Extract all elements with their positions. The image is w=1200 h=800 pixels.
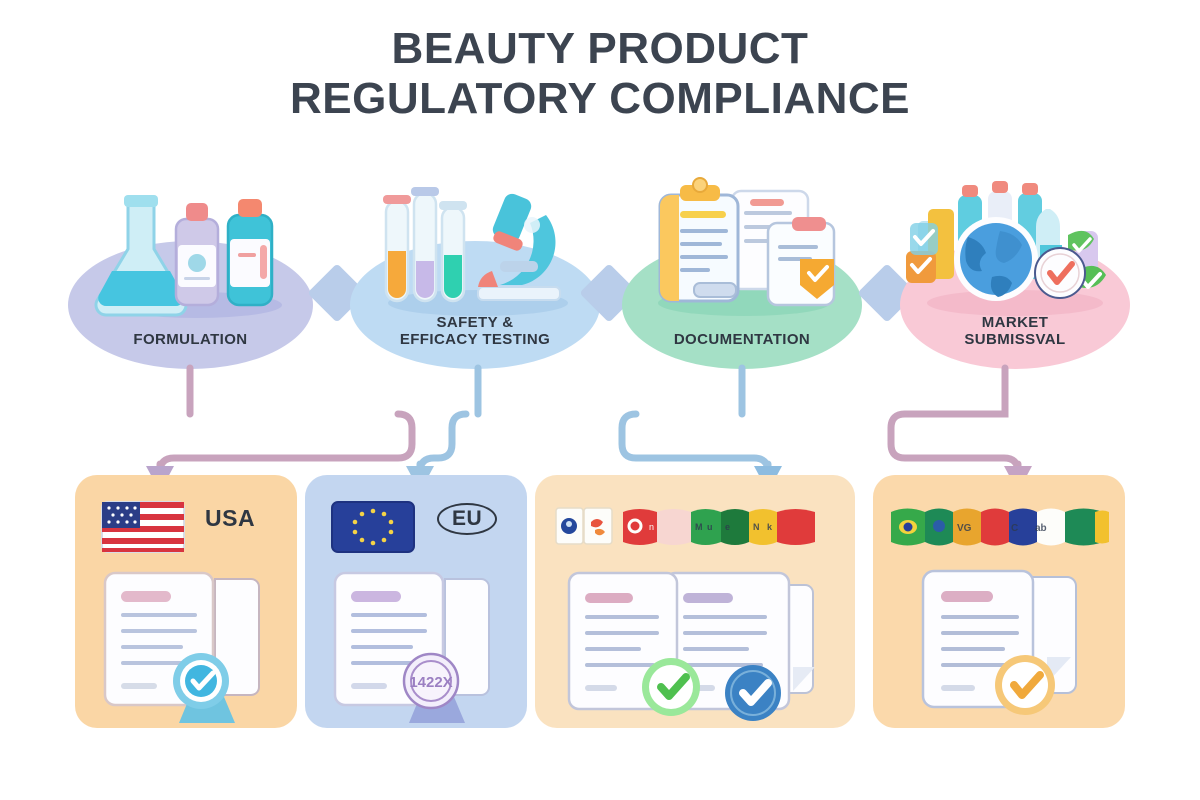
flag-row-usa xyxy=(75,491,297,561)
region-code-eu: EU xyxy=(437,503,498,535)
svg-text:N: N xyxy=(753,522,760,532)
svg-text:k: k xyxy=(767,522,773,532)
stage-label-safety-testing: SAFETY & EFFICACY TESTING xyxy=(399,313,551,348)
svg-text:C: C xyxy=(1011,523,1018,534)
stage-label-documentation: DOCUMENTATION xyxy=(673,330,811,348)
flag-row-eu xyxy=(305,491,527,561)
stage-label-formulation: FORMULATION xyxy=(133,330,248,348)
us-flag-icon xyxy=(101,501,185,553)
compliance-document-latam xyxy=(921,569,1077,715)
page-title: BEAUTY PRODUCT REGULATORY COMPLIANCE xyxy=(289,24,910,124)
svg-text:ab: ab xyxy=(1035,523,1047,534)
japan-flag-icon xyxy=(555,507,613,545)
region-card-eu[interactable]: EU 1422X xyxy=(305,475,527,728)
compliance-document-eu: 1422X xyxy=(333,571,490,723)
stage-label-market-submission: MARKET SUBMISSVAL xyxy=(964,313,1066,348)
compliance-document-usa xyxy=(103,571,260,723)
region-code-usa: USA xyxy=(205,505,256,531)
compliance-documents-asia xyxy=(567,571,815,721)
seal-text-eu: 1422X xyxy=(409,674,452,691)
eu-flag-icon xyxy=(331,501,415,553)
svg-text:VG: VG xyxy=(957,523,972,534)
svg-text:n: n xyxy=(649,522,654,532)
svg-text:u: u xyxy=(707,522,713,532)
svg-text:M: M xyxy=(695,522,703,532)
region-card-usa[interactable]: USA xyxy=(75,475,297,728)
svg-text:e: e xyxy=(725,522,730,532)
